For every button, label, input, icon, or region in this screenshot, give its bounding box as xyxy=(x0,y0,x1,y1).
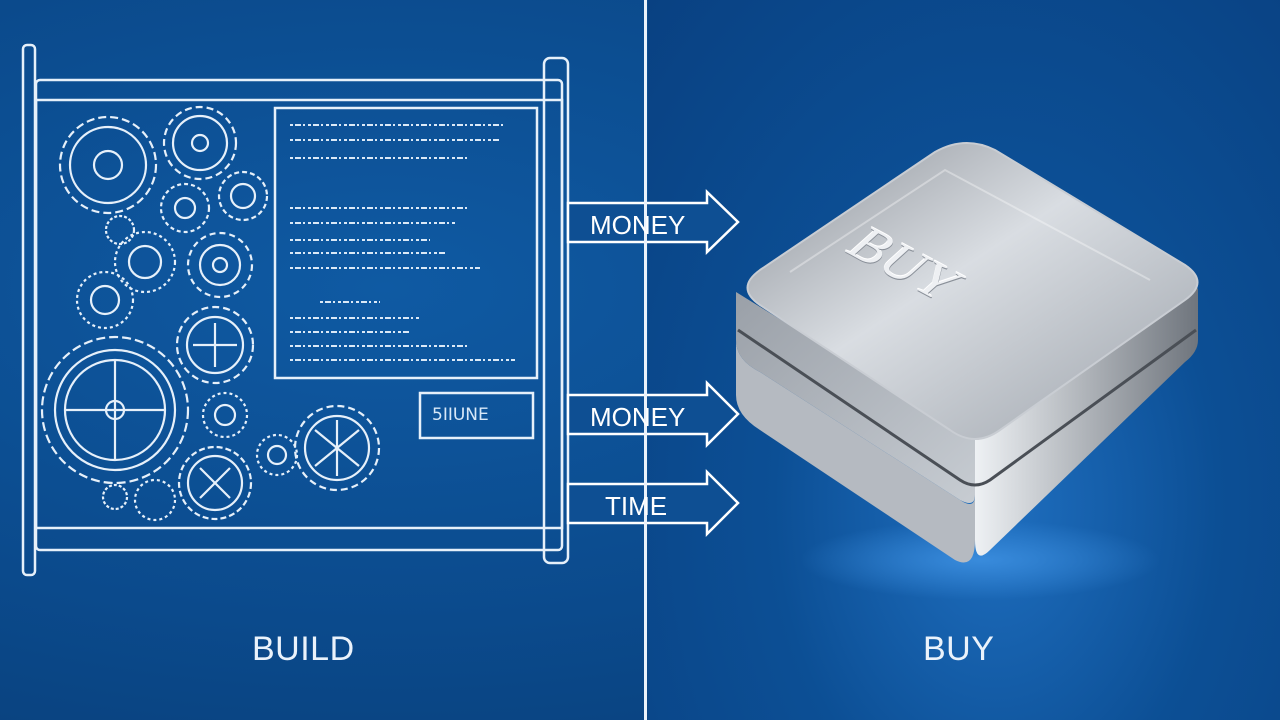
gear-icon xyxy=(293,404,381,492)
arrow-label-money-2: MONEY xyxy=(590,402,686,432)
gear-icon xyxy=(58,115,158,215)
arrow-label-time: TIME xyxy=(605,491,668,521)
gear-icon xyxy=(186,231,254,299)
gear-icon xyxy=(104,214,136,246)
scroll-rod-right xyxy=(542,56,570,565)
gear-icon xyxy=(177,445,253,521)
gear-icon xyxy=(113,230,177,294)
large-gear-icon xyxy=(40,335,190,485)
spec-sign-box xyxy=(418,391,535,440)
gear-icon xyxy=(255,433,299,477)
build-label: BUILD xyxy=(252,630,355,668)
buy-label: BUY xyxy=(923,630,995,668)
arrow-time xyxy=(566,468,740,538)
gear-icon xyxy=(75,270,135,330)
panel-divider xyxy=(644,0,647,720)
gear-icon xyxy=(175,305,255,385)
arrow-label-money-1: MONEY xyxy=(590,210,686,240)
arrow-money-2 xyxy=(566,379,740,449)
gear-icon xyxy=(201,391,249,439)
gear-icon xyxy=(217,170,269,222)
gear-icon xyxy=(159,182,211,234)
arrow-money-1 xyxy=(566,189,740,255)
scroll-rod-left xyxy=(21,43,37,577)
spec-text-block xyxy=(273,106,539,380)
gear-icon xyxy=(101,478,177,522)
gear-icon xyxy=(162,105,238,181)
sign-text: 5IIUNE xyxy=(432,405,489,425)
